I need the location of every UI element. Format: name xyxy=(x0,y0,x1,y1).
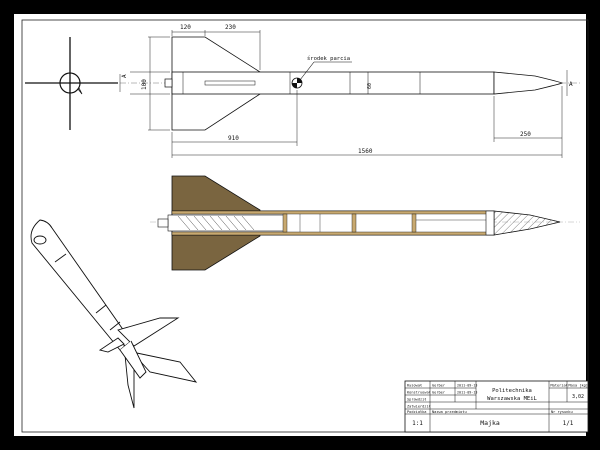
tb-row1-role: Rysował xyxy=(407,384,422,388)
cg-label: środek parcia xyxy=(307,55,350,62)
tb-row2-role: Konstruował xyxy=(407,391,431,395)
tb-drawing-no-value: 1/1 xyxy=(563,420,574,427)
dim-fin-span: 230 xyxy=(225,24,236,31)
tb-row2-date: 2011-09-13 xyxy=(457,391,477,395)
dim-body-width: 100 xyxy=(141,79,148,90)
dim-fin-root: 120 xyxy=(180,24,191,31)
tb-material-label: Materiał xyxy=(551,384,568,388)
tb-row1-name: Gerber xyxy=(432,384,446,388)
tb-scale-value: 1:1 xyxy=(412,420,423,427)
tb-row4-role: Zatwierdził xyxy=(407,405,431,409)
tb-row1-date: 2011-09-13 xyxy=(457,384,477,388)
tb-drawing-no-label: Nr rysunku xyxy=(551,410,573,414)
tb-row3-role: Sprawdził xyxy=(407,398,426,402)
side-view-rocket xyxy=(120,36,582,131)
end-view-symbol xyxy=(25,37,118,130)
section-view-rocket xyxy=(150,175,580,271)
dimension-lines xyxy=(119,30,568,158)
isometric-rocket xyxy=(30,219,198,409)
tb-name-value: Majka xyxy=(480,419,500,427)
frame-border xyxy=(21,19,589,433)
section-mark-left: A xyxy=(121,74,128,78)
section-mark-right: A xyxy=(569,81,573,88)
tb-institution-1: Politechnika xyxy=(492,388,532,394)
tb-mass-value: 3,02 xyxy=(572,394,584,400)
dim-tube-diameter: 60 xyxy=(367,83,373,89)
dim-cg-offset: 910 xyxy=(228,135,239,142)
tb-mass-label: Masa [kg] xyxy=(569,384,588,388)
tb-institution-2: Warszawska MEiL xyxy=(487,396,537,402)
dim-nose-length: 250 xyxy=(520,131,531,138)
title-block xyxy=(404,380,589,433)
nose-cone-section xyxy=(493,210,561,236)
dim-total-length: 1560 xyxy=(358,148,373,155)
tb-row2-name: Gerber xyxy=(432,391,446,395)
tb-name-label: Nazwa przedmiotu xyxy=(432,410,467,414)
tb-scale-label: Podziałka xyxy=(407,410,426,414)
